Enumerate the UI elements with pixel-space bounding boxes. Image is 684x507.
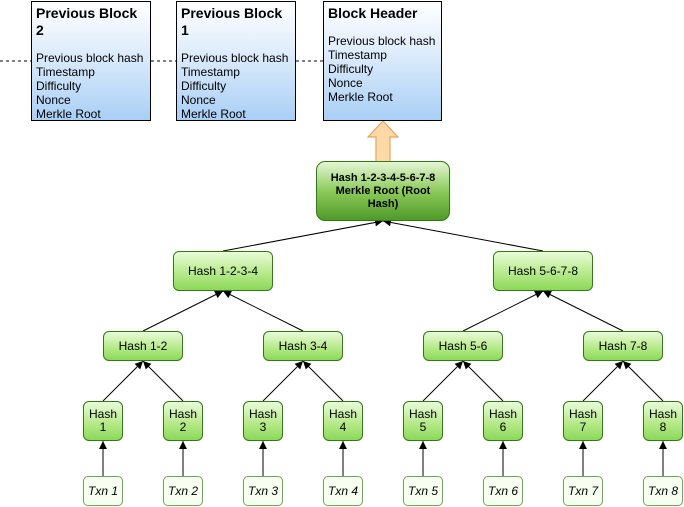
edge-hash8-hash78: [622, 360, 664, 402]
hash-node-34[interactable]: Hash 3-4: [263, 331, 343, 361]
field-timestamp: Timestamp: [181, 65, 240, 79]
field-difficulty: Difficulty: [181, 79, 227, 93]
node-label: Hash 5-6-7-8: [507, 263, 579, 278]
hash-node-12[interactable]: Hash 1-2: [103, 331, 183, 361]
field-difficulty: Difficulty: [328, 62, 374, 76]
hash-leaf-6[interactable]: Hash 6: [483, 401, 523, 441]
txn-2[interactable]: Txn 2: [163, 476, 203, 506]
field-nonce: Nonce: [181, 93, 216, 107]
edge-hash2-hash12: [142, 360, 184, 402]
edge-hash12-hash1234: [142, 290, 224, 332]
hash-leaf-5[interactable]: Hash 5: [403, 401, 443, 441]
hash-leaf-4[interactable]: Hash 4: [323, 401, 363, 441]
hash-leaf-8[interactable]: Hash 8: [643, 401, 683, 441]
edge-hash34-hash1234: [222, 290, 304, 332]
leaf-label: Hash 3: [249, 407, 278, 434]
leaf-label: Hash 5: [409, 407, 438, 434]
leaf-label: Hash 8: [649, 407, 678, 434]
leaf-label: Hash 1: [89, 407, 118, 434]
node-label: Hash 1-2: [118, 338, 168, 353]
txn-label: Txn 7: [567, 484, 598, 498]
edge-hash5-hash56: [422, 360, 464, 402]
field-difficulty: Difficulty: [36, 79, 82, 93]
txn-4[interactable]: Txn 4: [323, 476, 363, 506]
merkle-root-label: Hash 1-2-3-4-5-6-7-8 Merkle Root (Root H…: [330, 171, 436, 210]
hash-node-1234[interactable]: Hash 1-2-3-4: [173, 251, 273, 291]
block-title: Previous Block 2: [36, 5, 138, 38]
txn-8[interactable]: Txn 8: [643, 476, 683, 506]
edge-hash1-hash12: [102, 360, 144, 402]
field-timestamp: Timestamp: [36, 65, 95, 79]
hash-leaf-3[interactable]: Hash 3: [243, 401, 283, 441]
txn-label: Txn 6: [487, 484, 518, 498]
txn-label: Txn 3: [247, 484, 278, 498]
edge-hash4-hash34: [302, 360, 344, 402]
block-header[interactable]: Block Header Previous block hash Timesta…: [323, 1, 442, 121]
leaf-label: Hash 4: [329, 407, 358, 434]
hash-leaf-2[interactable]: Hash 2: [163, 401, 203, 441]
txn-3[interactable]: Txn 3: [243, 476, 283, 506]
field-merkle-root: Merkle Root: [36, 107, 101, 121]
field-merkle-root: Merkle Root: [328, 90, 393, 104]
edge-hash78-hash5678: [542, 290, 624, 332]
node-label: Hash 1-2-3-4: [187, 263, 259, 278]
block-title: Block Header: [328, 5, 418, 21]
txn-7[interactable]: Txn 7: [563, 476, 603, 506]
leaf-label: Hash 7: [569, 407, 598, 434]
hash-leaf-7[interactable]: Hash 7: [563, 401, 603, 441]
edge-hash5678-root: [382, 218, 544, 252]
txn-5[interactable]: Txn 5: [403, 476, 443, 506]
node-label: Hash 5-6: [438, 338, 488, 353]
field-previous-block-hash: Previous block hash: [36, 51, 144, 65]
txn-6[interactable]: Txn 6: [483, 476, 523, 506]
txn-label: Txn 8: [647, 484, 678, 498]
leaf-label: Hash 6: [489, 407, 518, 434]
field-merkle-root: Merkle Root: [181, 107, 246, 121]
block-previous-1[interactable]: Previous Block 1 Previous block hash Tim…: [176, 1, 296, 121]
field-nonce: Nonce: [36, 93, 71, 107]
hash-node-78[interactable]: Hash 7-8: [583, 331, 663, 361]
txn-label: Txn 1: [87, 484, 118, 498]
txn-label: Txn 2: [167, 484, 198, 498]
edge-hash6-hash56: [462, 360, 504, 402]
field-previous-block-hash: Previous block hash: [181, 51, 289, 65]
field-nonce: Nonce: [328, 76, 363, 90]
edge-hash3-hash34: [262, 360, 304, 402]
field-previous-block-hash: Previous block hash: [328, 34, 436, 48]
node-label: Hash 7-8: [598, 338, 648, 353]
edge-hash56-hash5678: [462, 290, 544, 332]
merkle-root-node[interactable]: Hash 1-2-3-4-5-6-7-8 Merkle Root (Root H…: [316, 161, 450, 221]
edge-hash7-hash78: [582, 360, 624, 402]
hash-node-5678[interactable]: Hash 5-6-7-8: [493, 251, 593, 291]
hash-leaf-1[interactable]: Hash 1: [83, 401, 123, 441]
block-previous-2[interactable]: Previous Block 2 Previous block hash Tim…: [31, 1, 151, 121]
leaf-label: Hash 2: [169, 407, 198, 434]
node-label: Hash 3-4: [278, 338, 328, 353]
hash-node-56[interactable]: Hash 5-6: [423, 331, 503, 361]
block-title: Previous Block 1: [181, 5, 283, 38]
field-timestamp: Timestamp: [328, 48, 387, 62]
edge-hash1234-root: [222, 218, 384, 252]
txn-label: Txn 5: [407, 484, 438, 498]
txn-label: Txn 4: [327, 484, 358, 498]
txn-1[interactable]: Txn 1: [83, 476, 123, 506]
up-arrow-icon: [366, 120, 400, 163]
